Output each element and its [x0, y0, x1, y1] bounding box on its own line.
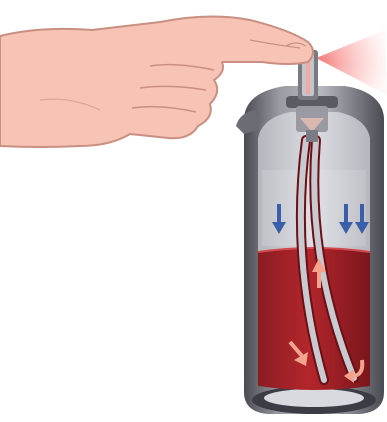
spray-mist-icon [316, 30, 387, 95]
